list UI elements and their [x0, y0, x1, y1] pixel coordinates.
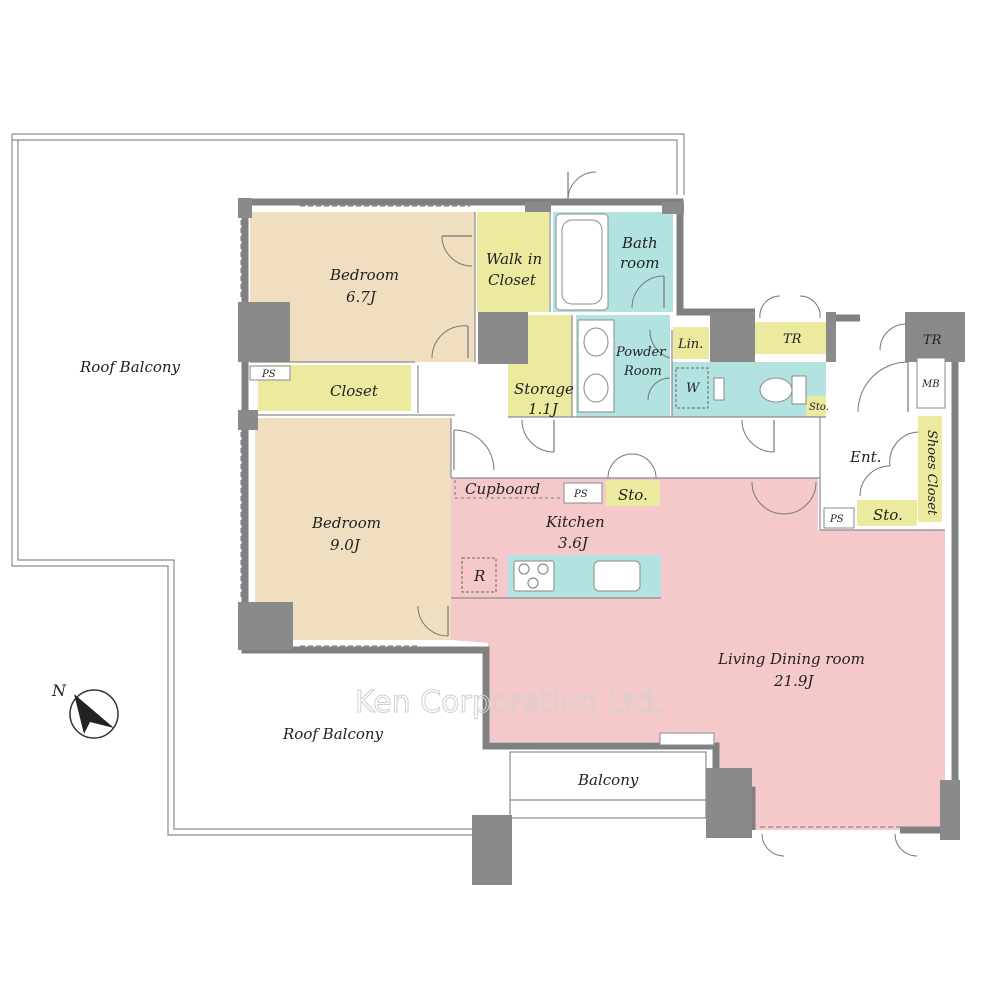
doors [417, 171, 919, 857]
living-name: Living Dining room [717, 650, 865, 668]
toilet [759, 377, 793, 403]
door-wic-top [567, 171, 597, 201]
ps-box-2 [563, 482, 603, 504]
shoes-closet-fill [918, 416, 942, 522]
door-tr [759, 295, 781, 319]
sto-entrance-fill [857, 500, 917, 526]
kitchen-name: Kitchen [545, 513, 605, 531]
bedroom-1-name: Bedroom [329, 266, 399, 284]
walk-in-closet-line2: Closet [488, 271, 537, 289]
entrance-label: Ent. [849, 448, 881, 466]
door-powder [649, 329, 671, 359]
door-entrance [857, 361, 909, 413]
mb-box [916, 357, 946, 409]
door-bedroom-1 [441, 235, 473, 267]
bath-line1: Bath [621, 234, 658, 252]
door-powder-2 [647, 377, 671, 401]
living-size: 21.9J [773, 672, 814, 690]
door-storage [521, 419, 555, 453]
ps-label-2: PS [573, 489, 588, 500]
roof-balcony-label-2: Roof Balcony [282, 725, 384, 743]
kitchen-sink [593, 560, 641, 592]
room-labels: Roof Balcony Roof Balcony Bedroom 6.7J W… [79, 234, 942, 789]
washer-label: W [686, 381, 701, 396]
compass-label: N [51, 681, 67, 700]
fixtures [249, 213, 946, 746]
walls [238, 198, 965, 885]
linen-fill [673, 327, 709, 359]
sto-small-label: Sto. [809, 402, 829, 413]
bath-line2: room [620, 254, 659, 272]
door-living-bottom [761, 833, 785, 857]
washer-box [675, 367, 709, 409]
tr-label-2: TR [923, 333, 942, 348]
storage-size: 1.1J [528, 400, 559, 418]
door-bedroom-2 [453, 429, 495, 471]
living-fill [451, 478, 945, 830]
balcony-label: Balcony [577, 771, 639, 789]
powder-line1: Powder [615, 345, 666, 360]
tr-closet-fill [755, 322, 827, 354]
door-toilet [741, 419, 775, 453]
walk-in-closet-fill [477, 212, 549, 312]
roof-balcony-outline [11, 133, 685, 836]
door-ent-living [751, 481, 785, 515]
closet-label: Closet [330, 382, 379, 400]
ps-box-3 [823, 507, 855, 529]
mb-label: MB [921, 379, 940, 390]
powder-line2: Room [623, 364, 662, 379]
door-bath [631, 275, 665, 309]
door-bedroom-2b [417, 605, 449, 637]
ps-box-1 [249, 365, 291, 381]
roof-balcony-label-1: Roof Balcony [79, 358, 181, 376]
ps-label-3: PS [829, 514, 844, 525]
kitchen-size: 3.6J [558, 534, 589, 552]
bedroom-2-name: Bedroom [311, 514, 381, 532]
sto-small-fill [806, 396, 826, 416]
compass-north-icon: N [51, 681, 119, 739]
door-shoes [859, 465, 891, 497]
watermark: Ken Corporation Ltd. [355, 685, 664, 720]
sto-kitchen-label: Sto. [618, 486, 648, 504]
ps-label-1: PS [261, 369, 276, 380]
window-box-bottom [659, 732, 715, 746]
sto-entrance-label: Sto. [873, 506, 903, 524]
sto-kitchen-fill [606, 480, 660, 506]
bedroom-1-size: 6.7J [346, 288, 377, 306]
fridge-box [461, 557, 497, 593]
door-bedroom-1b [431, 325, 469, 359]
door-mb [879, 323, 907, 351]
stove [513, 560, 555, 592]
fridge-label: R [473, 567, 485, 585]
storage-name: Storage [514, 380, 574, 398]
shoes-closet-label: Shoes Closet [924, 430, 939, 516]
sink-small [713, 377, 725, 401]
door-hall-sto [607, 453, 657, 479]
walk-in-closet-line1: Walk in [486, 250, 542, 268]
tr-label-1: TR [783, 332, 802, 347]
linen-label: Lin. [677, 337, 703, 352]
cupboard-label: Cupboard [465, 480, 540, 498]
bedroom-2-size: 9.0J [330, 536, 361, 554]
